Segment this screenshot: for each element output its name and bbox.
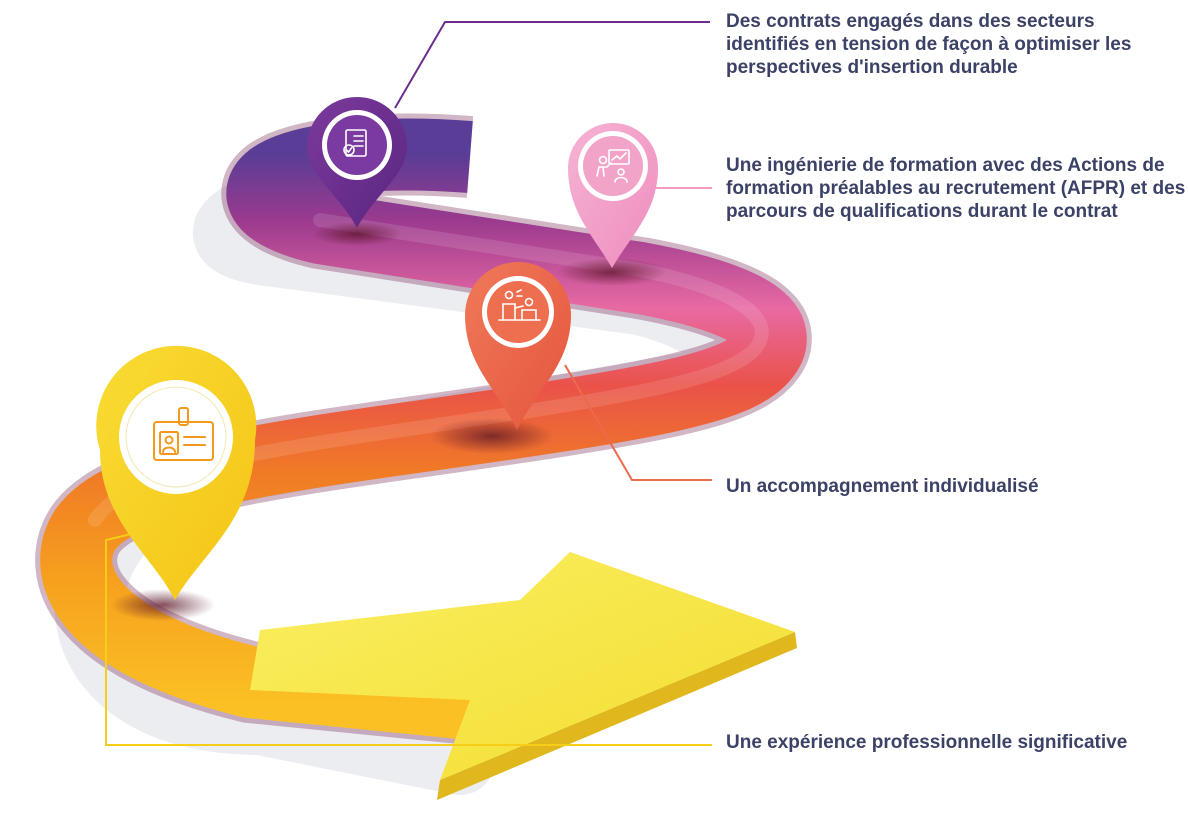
pin-4 (96, 345, 257, 600)
training-presentation-icon (596, 149, 630, 183)
pin-2 (568, 123, 658, 268)
road-arrow-side (437, 632, 797, 800)
connector-line-1 (394, 21, 710, 109)
mentoring-people-icon (498, 289, 541, 321)
step-caption-3: Un accompagnement individualisé (726, 476, 1039, 497)
pin-3 (465, 262, 571, 430)
pin-shadow-3 (430, 418, 554, 454)
step-caption-4: Une expérience professionnelle significa… (726, 732, 1128, 753)
step-caption-1: Des contrats engagés dans des secteurs i… (726, 11, 1132, 78)
pin-1 (306, 96, 407, 228)
step-caption-2: Une ingénierie de formation avec des Act… (726, 155, 1186, 222)
contract-document-check-icon (343, 129, 367, 157)
id-badge-icon (153, 407, 214, 461)
connector-line-3 (564, 364, 712, 481)
pin-shadow-1 (312, 222, 402, 246)
pin-shadow-4 (111, 589, 215, 621)
connector-line-4 (105, 529, 712, 746)
road-path (40, 118, 807, 741)
road-arrow-head (250, 552, 795, 780)
pin-shadow-2 (557, 258, 667, 286)
